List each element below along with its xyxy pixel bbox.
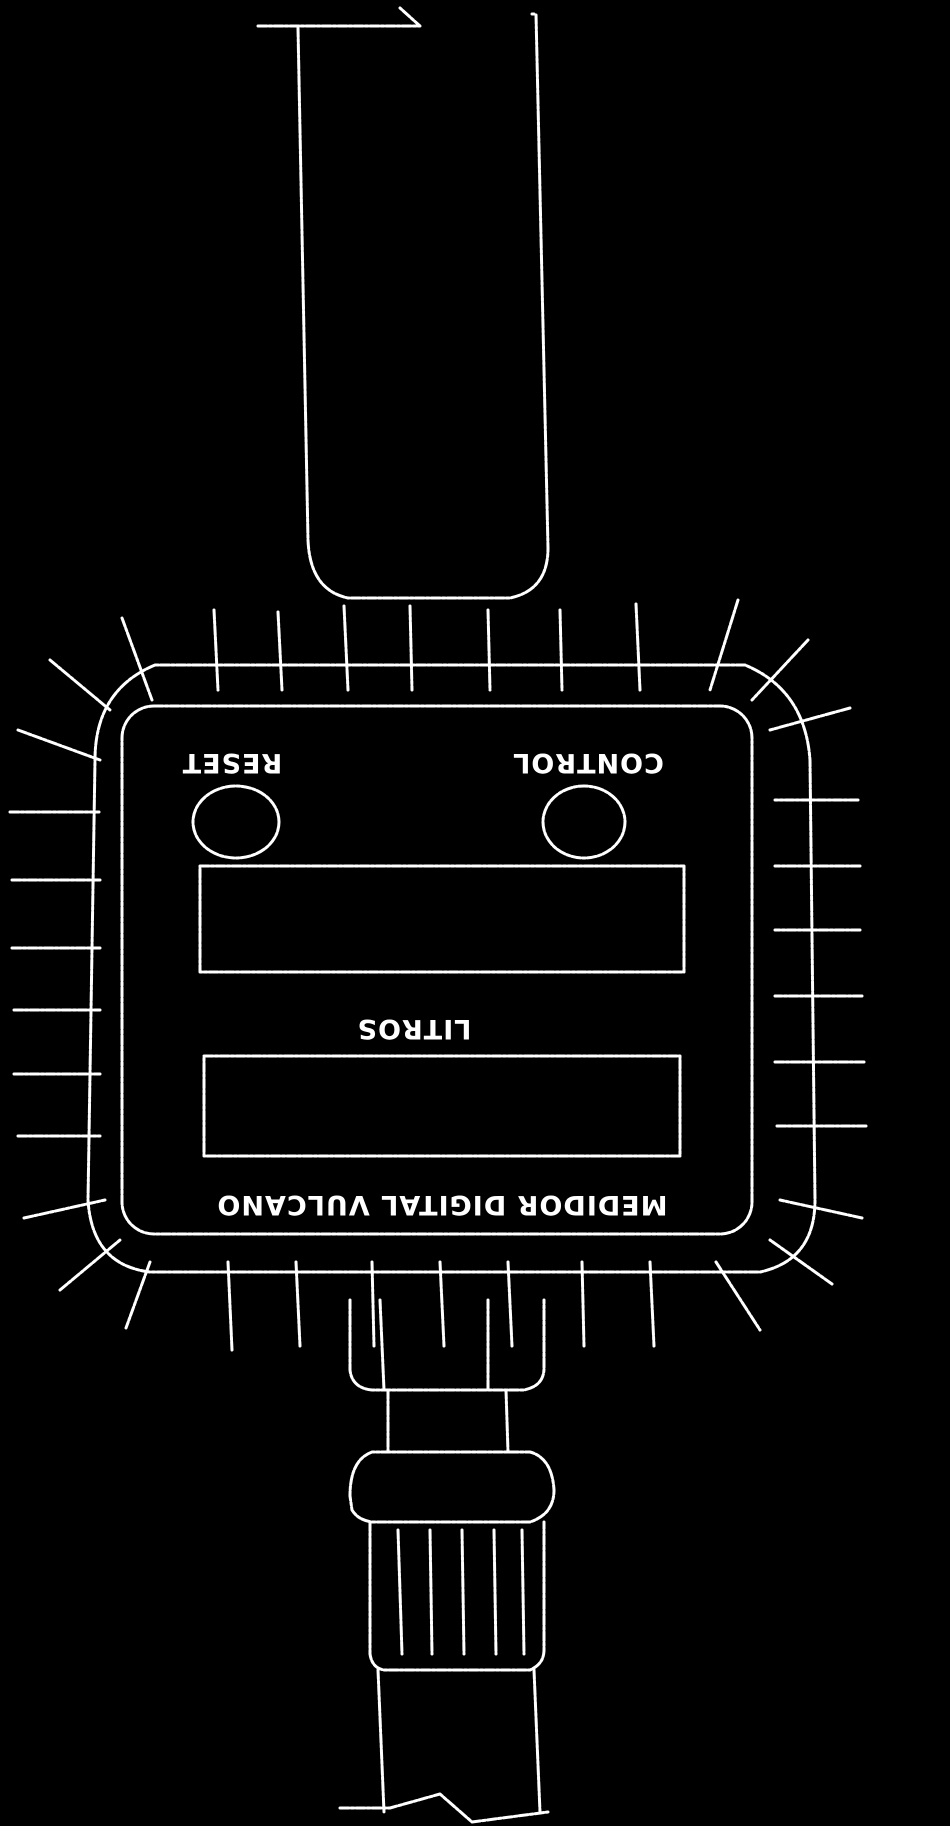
unit-label: LITROS xyxy=(357,1013,472,1044)
reset-label-group: RESET xyxy=(182,747,283,778)
display-top xyxy=(198,864,686,974)
reset-button[interactable] xyxy=(191,784,281,860)
top-ribs xyxy=(48,598,810,712)
lower-hose xyxy=(338,1668,550,1824)
control-label-group: CONTROL xyxy=(512,747,664,778)
brand-label-group: MEDIDOR DIGITAL VULCANO xyxy=(216,1189,667,1220)
reset-label: RESET xyxy=(182,747,283,778)
right-ribs xyxy=(768,706,868,1286)
lower-fitting xyxy=(348,1298,556,1524)
meter-face xyxy=(120,704,754,1236)
control-label: CONTROL xyxy=(512,747,664,778)
control-button[interactable] xyxy=(541,784,627,860)
left-ribs xyxy=(8,728,122,1292)
unit-label-group: LITROS xyxy=(357,1013,472,1044)
bottom-ribs xyxy=(124,1260,762,1352)
display-bottom xyxy=(202,1054,682,1158)
upper-hose xyxy=(256,6,550,600)
brand-label: MEDIDOR DIGITAL VULCANO xyxy=(216,1189,667,1220)
grip-ring xyxy=(86,663,817,1274)
knurled-grip xyxy=(368,1520,546,1672)
